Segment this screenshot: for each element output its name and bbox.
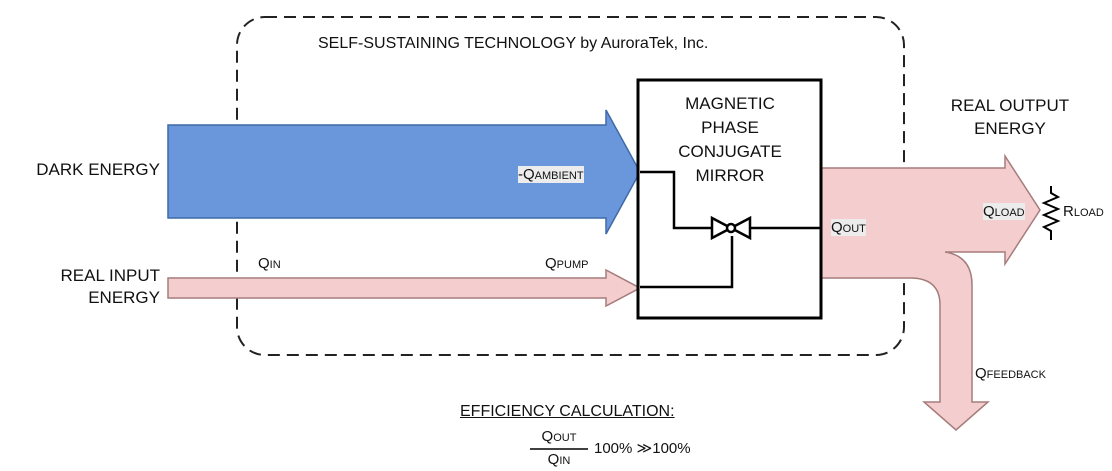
- efficiency-numerator: QOUT: [541, 428, 577, 445]
- q-pump-label: QPUMP: [545, 255, 589, 272]
- dark-energy-arrow: [167, 109, 641, 235]
- real-input-label-line2: ENERGY: [88, 288, 160, 307]
- mirror-label-line2: PHASE: [701, 118, 759, 137]
- real-output-label-line1: REAL OUTPUT: [950, 96, 1070, 115]
- mirror-wiring: [640, 170, 820, 289]
- real-output-arrow: [819, 153, 1041, 431]
- real-output-label-line2: ENERGY: [974, 119, 1046, 138]
- q-out-label: QOUT: [831, 219, 866, 236]
- efficiency-heading: EFFICIENCY CALCULATION:: [460, 403, 675, 420]
- resistor-icon: [1041, 186, 1061, 240]
- mirror-block: [636, 78, 823, 320]
- q-ambient-label: -QAMBIENT: [518, 166, 584, 183]
- mirror-label-line1: MAGNETIC: [685, 94, 775, 113]
- valve-icon: [710, 215, 752, 241]
- diagram-title: SELF-SUSTAINING TECHNOLOGY by AuroraTek,…: [318, 35, 709, 52]
- r-load-label: RLOAD: [1063, 203, 1104, 220]
- real-input-label-line1: REAL INPUT: [60, 266, 160, 285]
- efficiency-result: 100% ≫100%: [594, 440, 691, 457]
- dark-energy-label: DARK ENERGY: [36, 160, 160, 179]
- q-load-label: QLOAD: [983, 203, 1025, 220]
- mirror-label-line3: CONJUGATE: [678, 142, 782, 161]
- real-input-arrow: [167, 268, 642, 308]
- mirror-label-line4: MIRROR: [695, 166, 765, 185]
- q-feedback-label: QFEEDBACK: [975, 365, 1046, 382]
- q-in-label: QIN: [258, 255, 281, 272]
- efficiency-denominator: QIN: [547, 451, 571, 468]
